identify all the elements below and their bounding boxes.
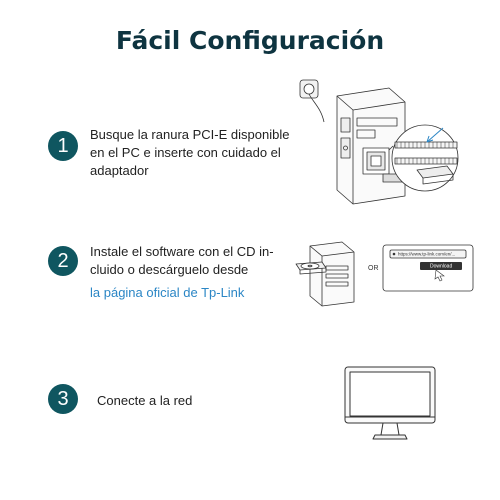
step-2-line-1: Instale el software con el CD in- xyxy=(90,244,274,259)
step-1-number: 1 xyxy=(48,131,78,161)
step-3-line-1: Conecte a la red xyxy=(97,393,193,408)
step-3-number: 3 xyxy=(48,384,78,414)
tplink-official-page-link[interactable]: la página oficial de Tp-Link xyxy=(90,285,245,300)
download-button[interactable]: Download xyxy=(430,264,452,270)
step-1-line-3: adaptador xyxy=(90,163,149,178)
step-1-line-1: Busque la ranura PCI-E disponible xyxy=(90,127,290,142)
step-3-text: Conecte a la red xyxy=(97,392,192,410)
step-1-line-2: en el PC e inserte con cuidado el xyxy=(90,145,281,160)
monitor-illustration xyxy=(344,366,436,440)
pc-cd-illustration xyxy=(295,241,355,307)
step-1-text: Busque la ranura PCI-E disponible en el … xyxy=(90,126,289,180)
browser-download-illustration: https://www.tp-link.com/en/... Download xyxy=(382,244,474,292)
page-title: Fácil Configuración xyxy=(115,26,385,55)
pc-install-illustration xyxy=(299,79,459,205)
step-2-number: 2 xyxy=(48,246,78,276)
download-url-text: https://www.tp-link.com/en/... xyxy=(398,252,455,257)
step-2-text: Instale el software con el CD in- cluido… xyxy=(90,243,274,302)
or-label: OR xyxy=(368,265,379,272)
step-2-line-2: cluido o descárguelo desde xyxy=(90,262,249,277)
